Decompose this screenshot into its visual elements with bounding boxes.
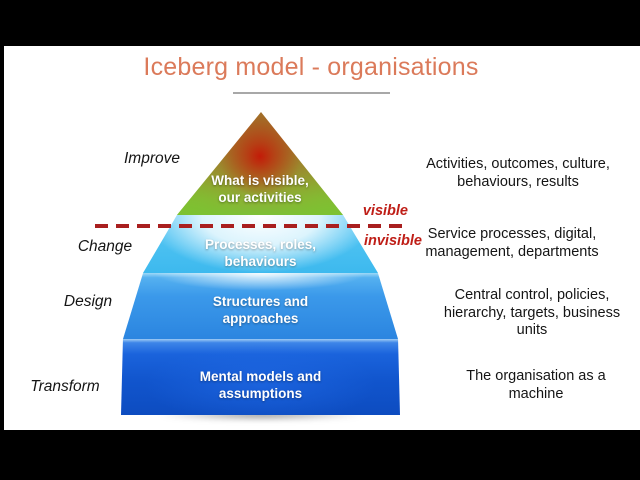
right-note-design: Central control, policies, hierarchy, ta… bbox=[443, 287, 621, 338]
letterbox-top bbox=[0, 0, 640, 46]
left-label-change: Change bbox=[77, 238, 133, 255]
right-note-change: Service processes, digital, management, … bbox=[425, 226, 599, 260]
pyramid-tier-change-label: Processes, roles, behaviours bbox=[204, 237, 317, 269]
pyramid-tier-transform-shape bbox=[121, 339, 400, 415]
right-note-improve: Activities, outcomes, culture, behaviour… bbox=[426, 156, 610, 190]
pyramid-tier-transform-label: Mental models and assumptions bbox=[199, 369, 322, 401]
letterbox-bottom bbox=[0, 430, 640, 480]
title-underline bbox=[233, 92, 390, 94]
left-label-transform: Transform bbox=[30, 378, 100, 395]
left-label-design: Design bbox=[63, 293, 113, 310]
left-label-improve: Improve bbox=[124, 150, 180, 167]
invisible-label: invisible bbox=[363, 233, 422, 249]
pillarbox-left bbox=[0, 0, 4, 480]
pyramid-tier-design-shape bbox=[123, 273, 398, 339]
right-note-transform: The organisation as a machine bbox=[466, 368, 606, 402]
visible-label: visible bbox=[362, 203, 408, 219]
slide-title: Iceberg model - organisations bbox=[143, 53, 479, 81]
pyramid-tier-design-label: Structures and approaches bbox=[212, 294, 309, 326]
pyramid-tier-improve-label: What is visible, our activities bbox=[211, 173, 309, 205]
waterline-dashed-line bbox=[95, 224, 407, 228]
